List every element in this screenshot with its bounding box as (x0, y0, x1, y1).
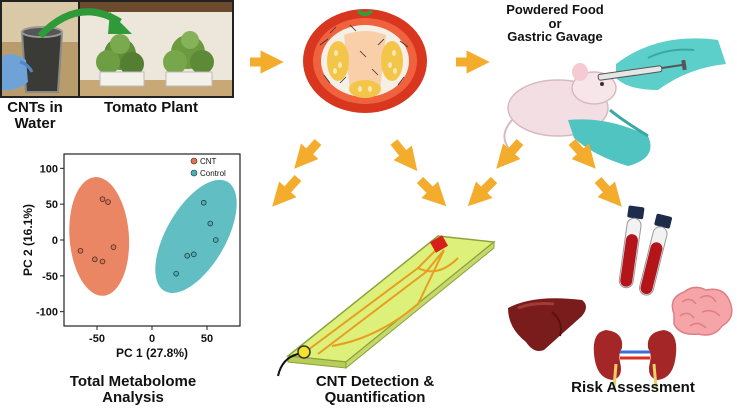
total-metabolome-label: Total Metabolome Analysis (69, 373, 197, 406)
y-tick-label: -50 (42, 271, 58, 283)
data-point-cnt (110, 244, 117, 250)
y-axis-label: PC 2 (16.1%) (21, 204, 35, 276)
legend-label-control: Control (200, 169, 226, 178)
data-point-control (213, 237, 219, 243)
data-point-control (200, 199, 207, 206)
blood-tubes-icon (618, 205, 672, 296)
data-point-cnt (77, 247, 84, 254)
arrow-mouse-to-risk-2 (594, 177, 622, 207)
powdered-food-label: Powdered Food or Gastric Gavage (506, 2, 604, 45)
x-tick-label: 50 (201, 333, 213, 345)
tomato-plant-label: Tomato Plant (104, 99, 198, 116)
y-tick-label: 100 (40, 163, 58, 175)
arrow-tomato-to-metabolome-2 (272, 174, 302, 207)
legend-label-cnt: CNT (200, 157, 217, 166)
data-point-control (207, 220, 214, 227)
confidence-ellipse-control (155, 179, 237, 294)
liver-icon (508, 298, 586, 351)
data-point-cnt (99, 258, 106, 265)
arrow-tomato-to-chip-2 (416, 176, 447, 207)
y-tick-label: 0 (52, 235, 58, 247)
arrow-mouse-to-chip (496, 139, 524, 169)
x-tick-label: 0 (149, 333, 155, 345)
arrow-mouse-to-risk (568, 139, 596, 169)
data-point-control (191, 251, 197, 258)
data-point-control (173, 270, 180, 277)
cnt-detection-label: CNT Detection & Quantification (315, 373, 435, 406)
x-tick-label: -50 (89, 333, 105, 345)
data-point-cnt (105, 199, 111, 205)
data-point-cnt (92, 256, 98, 263)
arrow-mouse-to-chip-2 (467, 176, 498, 207)
kidneys-icon (593, 330, 677, 388)
transfer-arrow-icon (37, 8, 132, 39)
detection-chip-icon (277, 235, 496, 377)
arrow-tomato-to-chip (390, 139, 418, 172)
legend-swatch-control (190, 169, 198, 177)
legend-swatch-cnt (190, 157, 198, 165)
mouse-gavage-icon (503, 38, 726, 166)
risk-assessment-label: Risk Assessment (571, 379, 695, 396)
data-point-cnt (99, 196, 106, 202)
tomato-slice-icon (303, 9, 427, 113)
pca-scatter-chart: 100 50 0 -50 -100 -50 0 50 PC 2 (16.1%) PC 1 (… (21, 153, 241, 360)
y-tick-label: 50 (46, 199, 58, 211)
data-point-control (184, 252, 191, 259)
y-tick-label: -100 (36, 307, 58, 319)
arrow-tomato-to-metabolome-1 (294, 139, 322, 169)
x-axis-label: PC 1 (27.8%) (116, 346, 188, 360)
brain-icon (671, 286, 733, 336)
confidence-ellipse-cnt (69, 177, 130, 296)
chart-legend: CNT Control (190, 157, 226, 178)
cnts-in-water-label: CNTs in Water (7, 99, 63, 132)
